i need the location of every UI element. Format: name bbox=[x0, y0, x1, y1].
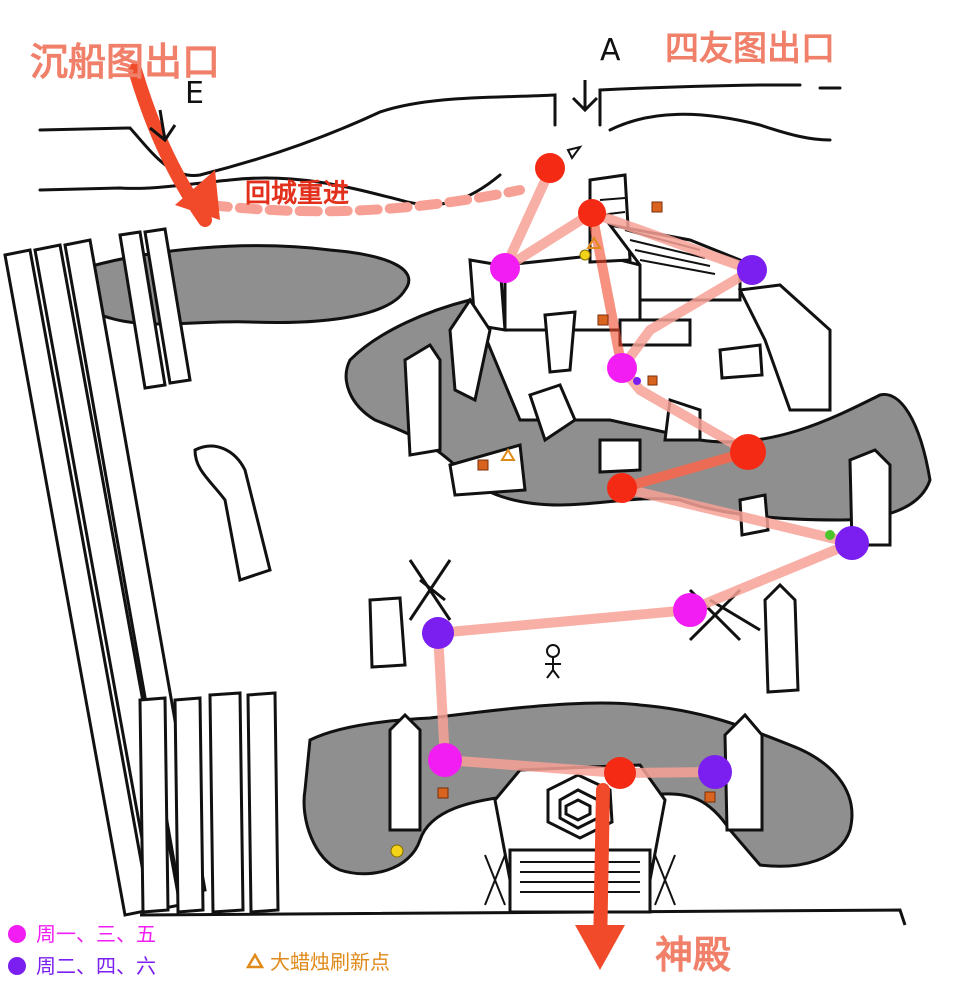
bottom-boundary bbox=[139, 908, 907, 926]
node-magenta bbox=[490, 253, 520, 283]
candle-triangle-icon bbox=[246, 952, 264, 968]
marker-e-label: E bbox=[185, 76, 204, 111]
legend-candle-label: 大蜡烛刷新点 bbox=[270, 950, 390, 974]
legend-candle: 大蜡烛刷新点 bbox=[246, 946, 390, 975]
flag-icon bbox=[566, 145, 583, 160]
marker-a-label: A bbox=[600, 33, 621, 68]
temple-exit-arrow bbox=[575, 783, 625, 970]
temple-label: 神殿 bbox=[655, 933, 731, 977]
temple-stair-lines bbox=[484, 854, 676, 906]
node-magenta bbox=[607, 353, 637, 383]
purple-dot-icon bbox=[8, 957, 26, 975]
left-pillars bbox=[3, 227, 280, 917]
node-red bbox=[535, 153, 565, 183]
legend: 周一、三、五 周二、四、六 bbox=[8, 918, 156, 982]
candle-triangle-icon bbox=[500, 236, 602, 461]
legend-row-mwf: 周一、三、五 bbox=[8, 918, 156, 950]
route-trail bbox=[433, 165, 857, 778]
node-red bbox=[604, 757, 636, 789]
green-dot bbox=[825, 530, 835, 540]
node-red bbox=[730, 434, 766, 470]
node-purple bbox=[698, 755, 732, 789]
node-purple bbox=[835, 526, 869, 560]
node-purple bbox=[737, 255, 767, 285]
yellow-dots bbox=[390, 249, 591, 858]
stick-figure-icon bbox=[545, 644, 561, 679]
reenter-dashed-trail bbox=[205, 185, 525, 217]
node-red bbox=[578, 199, 606, 227]
magenta-dot-icon bbox=[8, 925, 26, 943]
middle-structures bbox=[368, 582, 800, 694]
return-reenter-label: 回城重进 bbox=[245, 179, 349, 209]
legend-mwf-label: 周一、三、五 bbox=[36, 922, 156, 946]
down-arrow-icon bbox=[149, 80, 599, 143]
candle-box-icon bbox=[437, 201, 716, 803]
legend-tts-label: 周二、四、六 bbox=[36, 954, 156, 978]
sunken-ship-exit-label: 沉船图出口 bbox=[30, 40, 220, 84]
node-red bbox=[607, 473, 637, 503]
node-magenta bbox=[428, 743, 462, 777]
node-purple bbox=[422, 617, 454, 649]
node-magenta bbox=[673, 593, 707, 627]
entry-arrow bbox=[128, 63, 220, 227]
route-nodes bbox=[422, 153, 869, 789]
small-purple-dot bbox=[633, 377, 641, 385]
four-seasons-exit-label: 四友图出口 bbox=[665, 29, 835, 69]
legend-row-tts: 周二、四、六 bbox=[8, 950, 156, 982]
